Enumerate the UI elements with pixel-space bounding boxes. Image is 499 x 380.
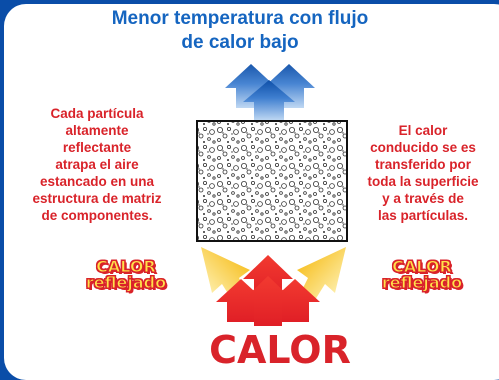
reflected-heat-left-sub: reflejado (85, 273, 167, 292)
blue-up-arrows (225, 64, 315, 120)
left-line: de componentes. (41, 208, 153, 223)
heat-label: CALOR (209, 328, 351, 372)
reflected-heat-right-word: CALOR (392, 257, 453, 276)
reflected-heat-left: CALOR reflejado (76, 257, 176, 292)
right-line: toda la superficie (367, 174, 479, 189)
left-line: atrapa el aire (55, 157, 139, 172)
right-line: las partículas. (377, 208, 469, 223)
particle-matrix-block (196, 120, 348, 242)
left-line: altamente (65, 123, 129, 138)
left-line: estructura de matriz (32, 191, 162, 206)
left-line: Cada partícula (50, 106, 144, 121)
diagram-title: Menor temperatura con flujo de calor baj… (40, 7, 440, 55)
reflected-heat-right: CALOR reflejado (372, 257, 472, 292)
right-line: conducido se es (370, 140, 476, 155)
right-line: El calor (398, 123, 448, 138)
reflected-heat-right-sub: reflejado (381, 273, 463, 292)
right-line: y a través de (382, 191, 464, 206)
title-line-1: Menor temperatura con flujo (111, 8, 369, 29)
reflected-heat-left-word: CALOR (96, 257, 157, 276)
right-line: transferido por (374, 157, 471, 172)
left-line: estancado en una (39, 174, 155, 189)
left-description: Cada partícula altamente reflectante atr… (6, 105, 188, 224)
title-line-2: de calor bajo (181, 32, 299, 53)
red-up-arrows (216, 255, 320, 326)
right-description: El calor conducido se es transferido por… (338, 122, 499, 224)
left-line: reflectante (62, 140, 132, 155)
